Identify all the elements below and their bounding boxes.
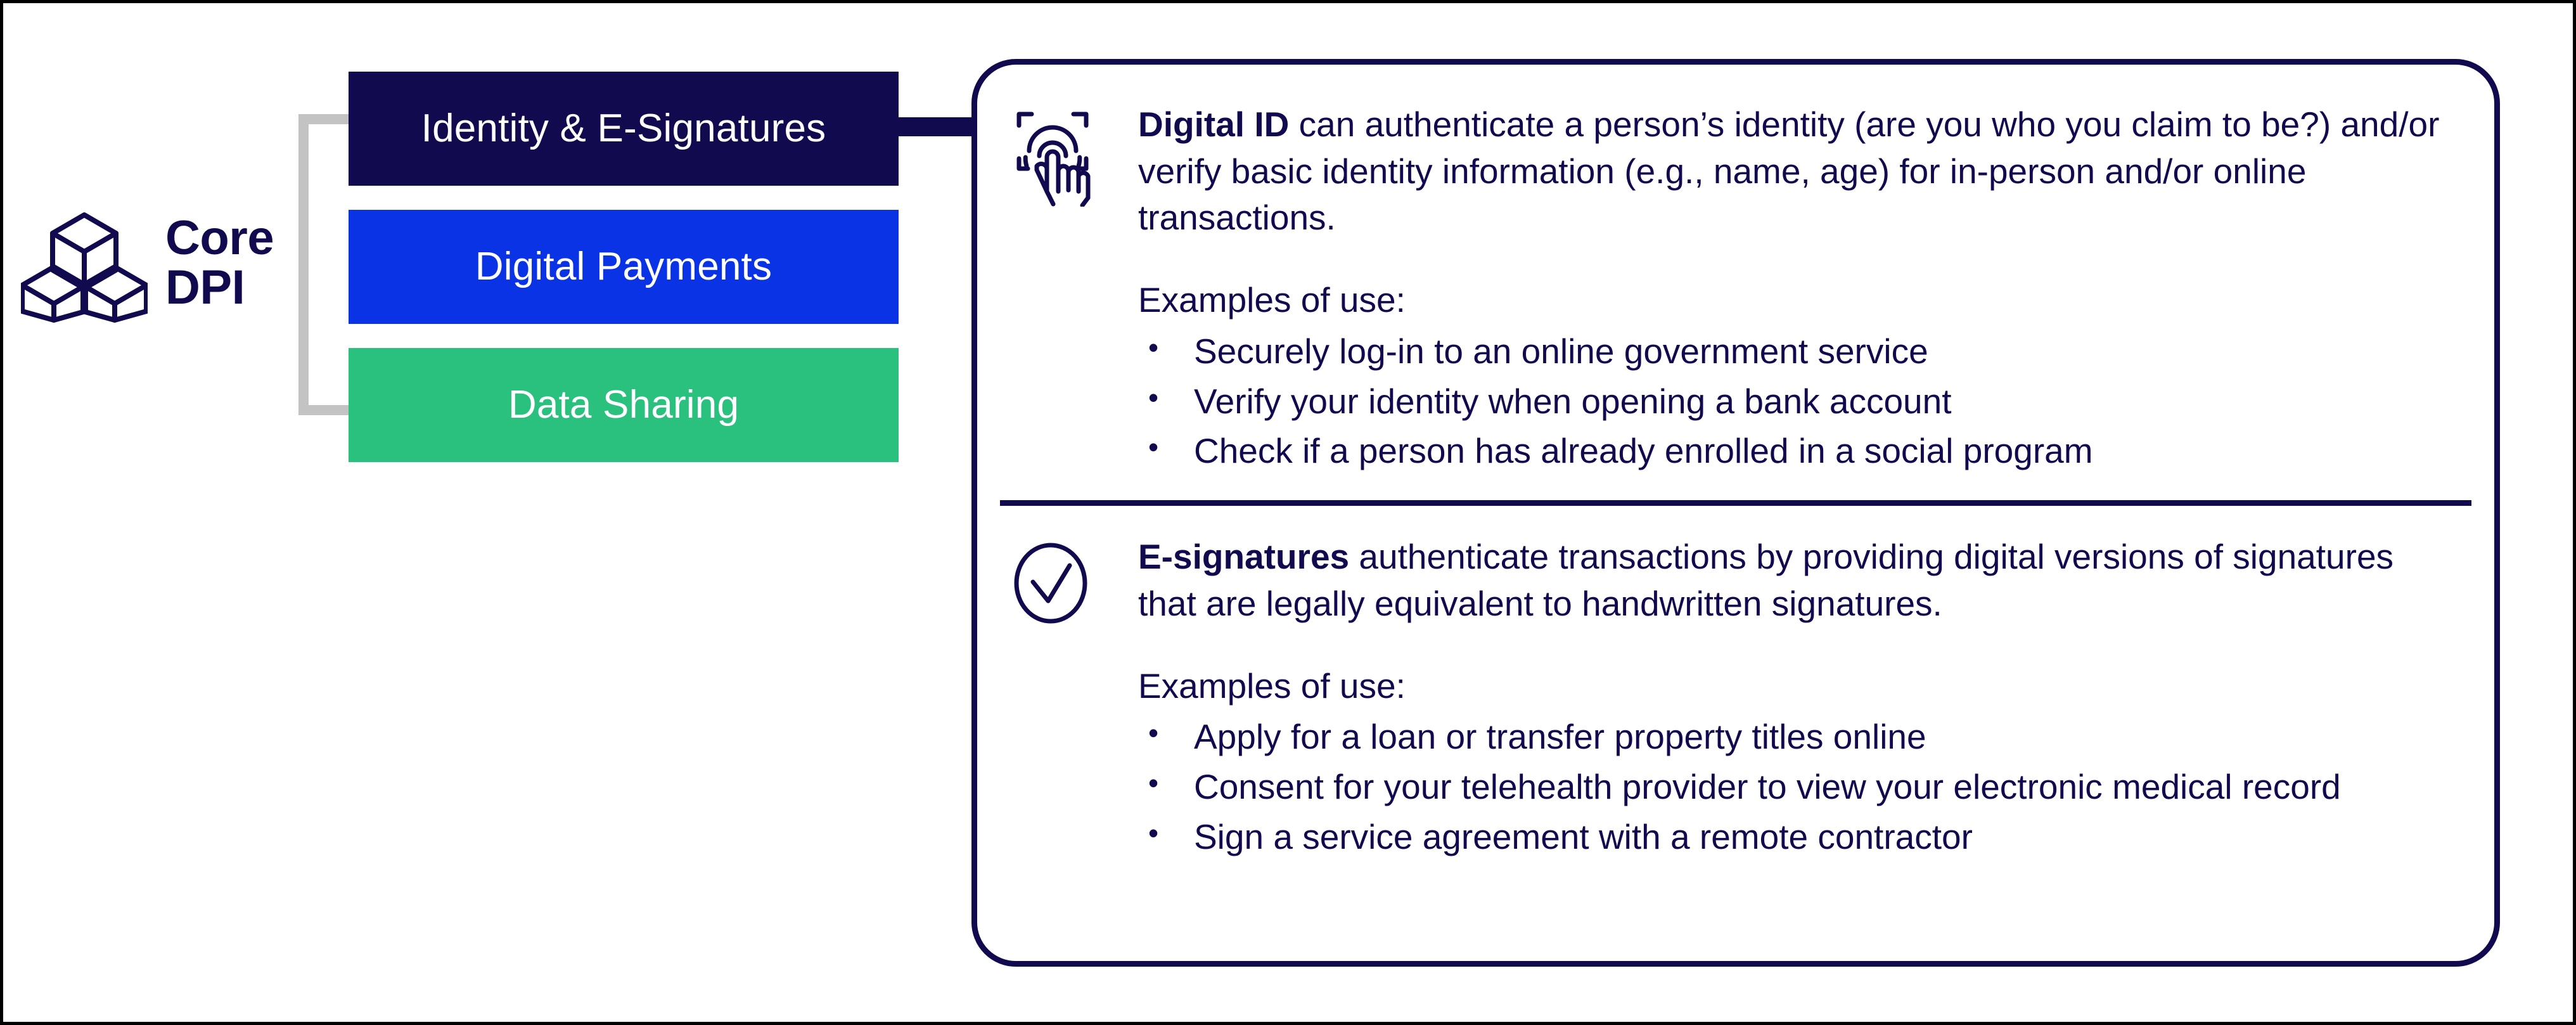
check-circle-icon	[1011, 534, 1132, 860]
pillar-data-sharing[interactable]: Data Sharing	[349, 348, 899, 462]
section-term: Digital ID	[1138, 105, 1290, 144]
section-e-signatures: E-signatures authenticate transactions b…	[977, 506, 2494, 886]
core-dpi-group: Core DPI	[20, 193, 312, 333]
examples-heading: Examples of use:	[1138, 280, 1406, 320]
pillar-identity-and-e-signatures[interactable]: Identity & E-Signatures	[349, 72, 899, 186]
pillar-label: Digital Payments	[475, 245, 772, 288]
core-dpi-label: Core DPI	[165, 210, 274, 314]
pillar-label: Data Sharing	[508, 383, 740, 427]
bracket-connector	[296, 114, 359, 415]
examples-heading: Examples of use:	[1138, 666, 1406, 706]
example-item: Securely log-in to an online government …	[1138, 326, 2447, 375]
section-term: E-signatures	[1138, 537, 1350, 577]
stacked-cubes-icon	[20, 200, 149, 326]
example-item: Check if a person has already enrolled i…	[1138, 426, 2447, 475]
fingerprint-touch-scan-icon	[1011, 101, 1132, 475]
examples-list: Apply for a loan or transfer property ti…	[1138, 712, 2447, 861]
example-item: Consent for your telehealth provider to …	[1138, 762, 2447, 811]
example-item: Sign a service agreement with a remote c…	[1138, 812, 2447, 861]
section-digital-id: Digital ID can authenticate a person’s i…	[977, 65, 2494, 500]
examples-list: Securely log-in to an online government …	[1138, 326, 2447, 475]
example-item: Verify your identity when opening a bank…	[1138, 377, 2447, 425]
section-body: Digital ID can authenticate a person’s i…	[1132, 101, 2460, 475]
example-item: Apply for a loan or transfer property ti…	[1138, 712, 2447, 761]
section-description: can authenticate a person’s identity (ar…	[1138, 105, 2440, 238]
pillar-digital-payments[interactable]: Digital Payments	[349, 210, 899, 324]
section-lead: E-signatures authenticate transactions b…	[1138, 534, 2447, 627]
pillar-label: Identity & E-Signatures	[421, 106, 826, 150]
detail-card: Digital ID can authenticate a person’s i…	[971, 59, 2500, 967]
section-divider	[1000, 500, 2471, 506]
section-body: E-signatures authenticate transactions b…	[1132, 534, 2460, 860]
section-lead: Digital ID can authenticate a person’s i…	[1138, 101, 2447, 242]
section-description: authenticate transactions by providing d…	[1138, 537, 2394, 623]
pillar-list: Identity & E-Signatures Digital Payments…	[349, 72, 899, 462]
